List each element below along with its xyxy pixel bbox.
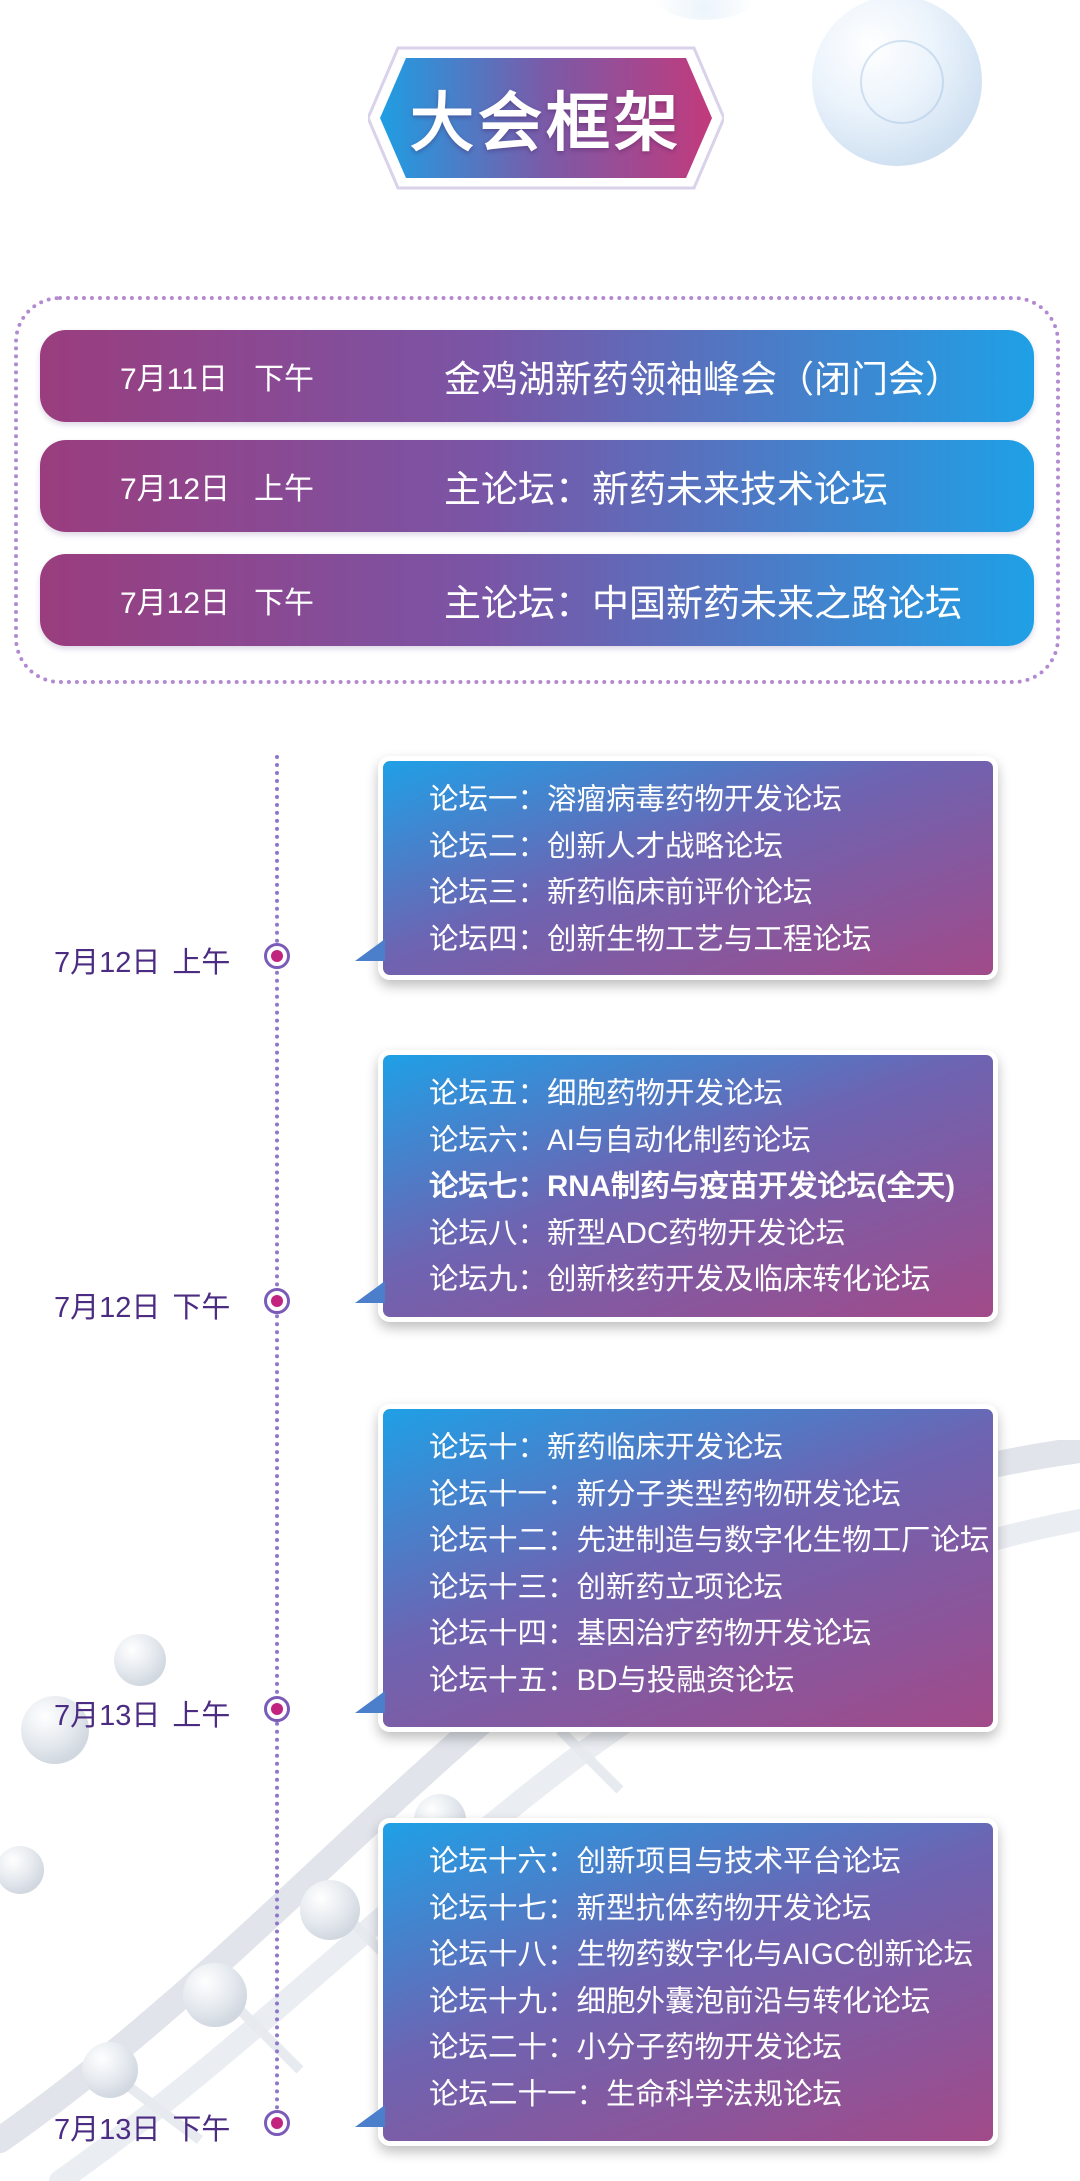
session-date: 7月12日 (120, 473, 231, 506)
forum-item-highlight: 论坛七：RNA制药与疫苗开发论坛(全天) (429, 1170, 956, 1203)
forum-item: 论坛四：创新生物工艺与工程论坛 (429, 922, 872, 956)
main-session-row: 7月11日 下午 金鸡湖新药领袖峰会（闭门会） (40, 330, 1034, 422)
bubble-ring-decoration (860, 40, 944, 124)
timeline-dot (264, 2110, 290, 2136)
forum-item: 论坛十六：创新项目与技术平台论坛 (429, 1845, 902, 1878)
timeline-dot (264, 1288, 290, 1314)
card-pointer (355, 1281, 385, 1303)
forum-item: 论坛二：创新人才战略论坛 (429, 829, 784, 863)
forum-item: 论坛八：新型ADC药物开发论坛 (429, 1216, 846, 1250)
forum-card: 论坛五：细胞药物开发论坛 论坛六：AI与自动化制药论坛 论坛七：RNA制药与疫苗… (355, 1050, 998, 1322)
session-name: 主论坛：中国新药未来之路论坛 (444, 583, 962, 624)
forum-item: 论坛二十：小分子药物开发论坛 (429, 2031, 843, 2064)
forum-list: 论坛十六：创新项目与技术平台论坛 论坛十七：新型抗体药物开发论坛 论坛十八：生物… (429, 1839, 973, 2118)
forum-item: 论坛六：AI与自动化制药论坛 (429, 1123, 811, 1157)
forum-list: 论坛五：细胞药物开发论坛 论坛六：AI与自动化制药论坛 论坛七：RNA制药与疫苗… (429, 1071, 955, 1304)
session-name: 金鸡湖新药领袖峰会（闭门会） (444, 359, 962, 400)
forum-item: 论坛十八：生物药数字化与AIGC创新论坛 (429, 1938, 974, 1971)
timeline-date: 7月12日 (54, 947, 161, 979)
forum-item: 论坛十：新药临床开发论坛 (429, 1431, 784, 1464)
forum-item: 论坛一：溶瘤病毒药物开发论坛 (429, 783, 843, 816)
forum-item: 论坛五：细胞药物开发论坛 (429, 1077, 784, 1110)
timeline-date: 7月12日 (54, 1292, 161, 1324)
timeline-line (275, 755, 279, 2135)
timeline-label: 7月12日下午 (54, 1284, 230, 1326)
main-session-row: 7月12日 上午 主论坛：新药未来技术论坛 (40, 440, 1034, 532)
forum-item: 论坛十二：先进制造与数字化生物工厂论坛 (429, 1524, 990, 1557)
session-period: 上午 (254, 473, 314, 506)
timeline-label: 7月13日下午 (54, 2106, 230, 2148)
card-pointer (355, 2105, 385, 2127)
timeline-date: 7月13日 (54, 1700, 161, 1732)
forum-item: 论坛十四：基因治疗药物开发论坛 (429, 1617, 872, 1650)
forum-item: 论坛十九：细胞外囊泡前沿与转化论坛 (429, 1984, 931, 2018)
page-title: 大会框架 (410, 87, 682, 159)
timeline-period: 上午 (172, 947, 231, 979)
bubble-decoration (650, 0, 760, 20)
timeline-label: 7月13日上午 (54, 1692, 230, 1734)
forum-item: 论坛十五：BD与投融资论坛 (429, 1663, 795, 1697)
session-name: 主论坛：新药未来技术论坛 (444, 469, 888, 510)
timeline-label: 7月12日上午 (54, 939, 230, 981)
forum-item: 论坛十三：创新药立项论坛 (429, 1570, 784, 1604)
forum-item: 论坛二十一：生命科学法规论坛 (429, 2077, 843, 2111)
session-date: 7月11日 (120, 363, 228, 396)
session-period: 下午 (254, 587, 314, 620)
timeline-period: 上午 (172, 1700, 231, 1732)
forum-item: 论坛十七：新型抗体药物开发论坛 (429, 1891, 872, 1925)
timeline-dot (264, 943, 290, 969)
forum-card: 论坛十六：创新项目与技术平台论坛 论坛十七：新型抗体药物开发论坛 论坛十八：生物… (355, 1818, 998, 2146)
card-pointer (355, 1691, 385, 1713)
forum-list: 论坛一：溶瘤病毒药物开发论坛 论坛二：创新人才战略论坛 论坛三：新药临床前评价论… (429, 777, 872, 963)
timeline-period: 下午 (172, 1292, 231, 1324)
timeline-date: 7月13日 (54, 2114, 161, 2146)
forum-item: 论坛三：新药临床前评价论坛 (429, 876, 813, 909)
forum-card: 论坛十：新药临床开发论坛 论坛十一：新分子类型药物研发论坛 论坛十二：先进制造与… (355, 1404, 998, 1732)
main-sessions-frame (14, 296, 1060, 684)
session-date: 7月12日 (120, 587, 231, 620)
forum-card: 论坛一：溶瘤病毒药物开发论坛 论坛二：创新人才战略论坛 论坛三：新药临床前评价论… (355, 756, 998, 980)
main-session-row: 7月12日 下午 主论坛：中国新药未来之路论坛 (40, 554, 1034, 646)
forum-list: 论坛十：新药临床开发论坛 论坛十一：新分子类型药物研发论坛 论坛十二：先进制造与… (429, 1425, 990, 1704)
forum-item: 论坛九：创新核药开发及临床转化论坛 (429, 1263, 931, 1296)
card-pointer (355, 939, 385, 961)
forum-item: 论坛十一：新分子类型药物研发论坛 (429, 1477, 902, 1511)
session-period: 下午 (254, 363, 314, 396)
timeline-dot (264, 1696, 290, 1722)
title-badge: 大会框架 (368, 38, 724, 198)
timeline-period: 下午 (172, 2114, 231, 2146)
